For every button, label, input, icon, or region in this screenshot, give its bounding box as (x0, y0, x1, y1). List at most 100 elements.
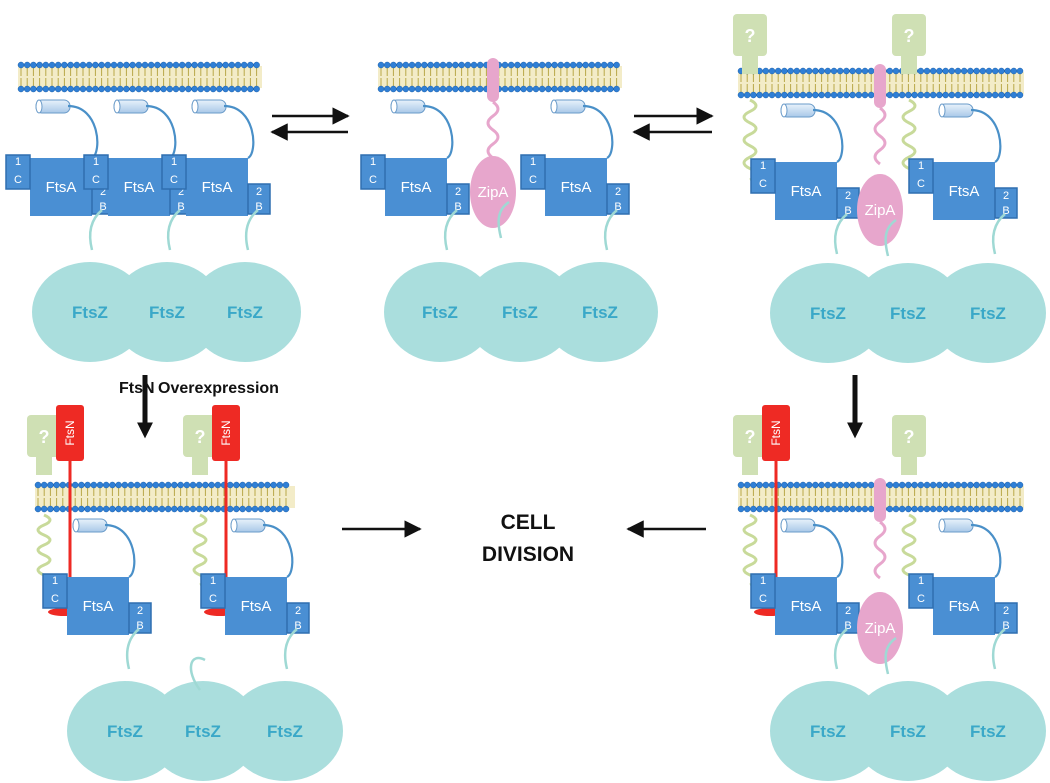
ftsz-body (227, 681, 343, 781)
lipid-head (40, 481, 48, 489)
ftsa-body (933, 162, 995, 220)
lipid-head (849, 481, 856, 489)
lipid-head (743, 481, 751, 489)
lipid-head (985, 481, 993, 489)
lipid-head (818, 67, 825, 75)
lipid-head (96, 481, 104, 489)
ftsz-label: FtsZ (970, 304, 1006, 323)
ftsa-domain-1c (520, 154, 546, 190)
lipid-head (812, 481, 819, 489)
ftsz-ctp-tail (88, 209, 103, 251)
ftsz-ctp-tail (991, 628, 1006, 670)
lipid-head (911, 91, 918, 99)
ftsa-domain-2b (286, 602, 310, 634)
lipid-head (991, 91, 999, 99)
domain-b-label: B (844, 620, 851, 632)
lipid-head (799, 67, 807, 75)
zipa-label: ZipA (865, 620, 896, 637)
lipid-head (452, 85, 459, 93)
lipid-head (991, 481, 999, 489)
lipid-head (147, 85, 155, 93)
lipid-head (923, 481, 931, 489)
lipid-head (936, 505, 943, 513)
lipid-head (408, 85, 416, 93)
lipid-head (140, 505, 147, 513)
ftsa-linker (422, 104, 454, 159)
lipid-head (129, 61, 136, 69)
lipid-head (520, 85, 527, 93)
lipid-head (793, 67, 801, 75)
ftsz-body (67, 681, 183, 781)
lipid-head (787, 481, 794, 489)
ftsa-body (933, 577, 995, 635)
lipid-head (54, 85, 62, 93)
lipid-head (607, 61, 614, 69)
lipid-head (208, 481, 215, 489)
lipid-head (414, 61, 422, 69)
ftsa-body (385, 158, 447, 216)
ftsa-body (225, 577, 287, 635)
lipid-head (458, 61, 465, 69)
lipid-head (905, 481, 912, 489)
ftsz-subunit: FtsZ (930, 263, 1046, 363)
lipid-head (73, 85, 81, 93)
ftsz-label: FtsZ (422, 303, 458, 322)
helix-end (780, 103, 788, 118)
lipid-head (109, 481, 116, 489)
zipa-label: ZipA (478, 184, 509, 201)
lipid-head (240, 61, 248, 69)
lipid-head (226, 481, 234, 489)
lipid-head (78, 505, 85, 513)
ftsa-domain-2b (446, 183, 470, 215)
ftsz-body (930, 681, 1046, 781)
lipid-head (911, 505, 918, 513)
lipid-head (17, 85, 25, 93)
lipid-head (948, 91, 956, 99)
lipid-head (110, 85, 118, 93)
ftsz-body (770, 681, 886, 781)
lipid-head (79, 85, 87, 93)
lipid-head (843, 91, 850, 99)
lipid-head (1004, 91, 1011, 99)
lipid-head (116, 61, 124, 69)
domain-2-label: 2 (1003, 605, 1009, 617)
ftsa-linker (970, 523, 1002, 578)
ftsn-periplasmic-domain (762, 405, 790, 461)
zipa-tm-anchor (874, 478, 886, 522)
domain-c-label: C (209, 593, 217, 605)
lipid-head (452, 61, 459, 69)
lipid-head (439, 85, 447, 93)
ftsz-subunit: FtsZ (930, 681, 1046, 781)
lipid-head (501, 61, 509, 69)
helix-end (938, 518, 946, 533)
lipid-head (836, 67, 844, 75)
lipid-head (234, 61, 242, 69)
lipid-head (135, 61, 143, 69)
ftsa-domain-1c (360, 154, 386, 190)
domain-b-label: B (294, 620, 301, 632)
ftsz-label: FtsZ (227, 303, 263, 322)
lipid-head (48, 85, 56, 93)
unknown-tm-spring (192, 513, 208, 587)
lipid-head (185, 61, 192, 69)
lipid-head (514, 61, 521, 69)
lipid-head (102, 505, 110, 513)
ftsz-body (464, 262, 576, 362)
lipid-head (421, 61, 428, 69)
ftsa-domain-2b (994, 187, 1018, 219)
ftsz-body (852, 263, 964, 363)
lipid-head (276, 481, 284, 489)
lipid-head (607, 85, 614, 93)
lipid-head (178, 61, 186, 69)
unknown-tm-spring (901, 98, 917, 182)
ftsz-subunit: FtsZ (542, 262, 658, 362)
lipid-head (514, 85, 521, 93)
domain-b-label: B (614, 201, 621, 213)
lipid-head (917, 481, 925, 489)
ftsa-linker (970, 108, 1002, 163)
lipid-head (998, 67, 1005, 75)
lipid-head (195, 481, 203, 489)
